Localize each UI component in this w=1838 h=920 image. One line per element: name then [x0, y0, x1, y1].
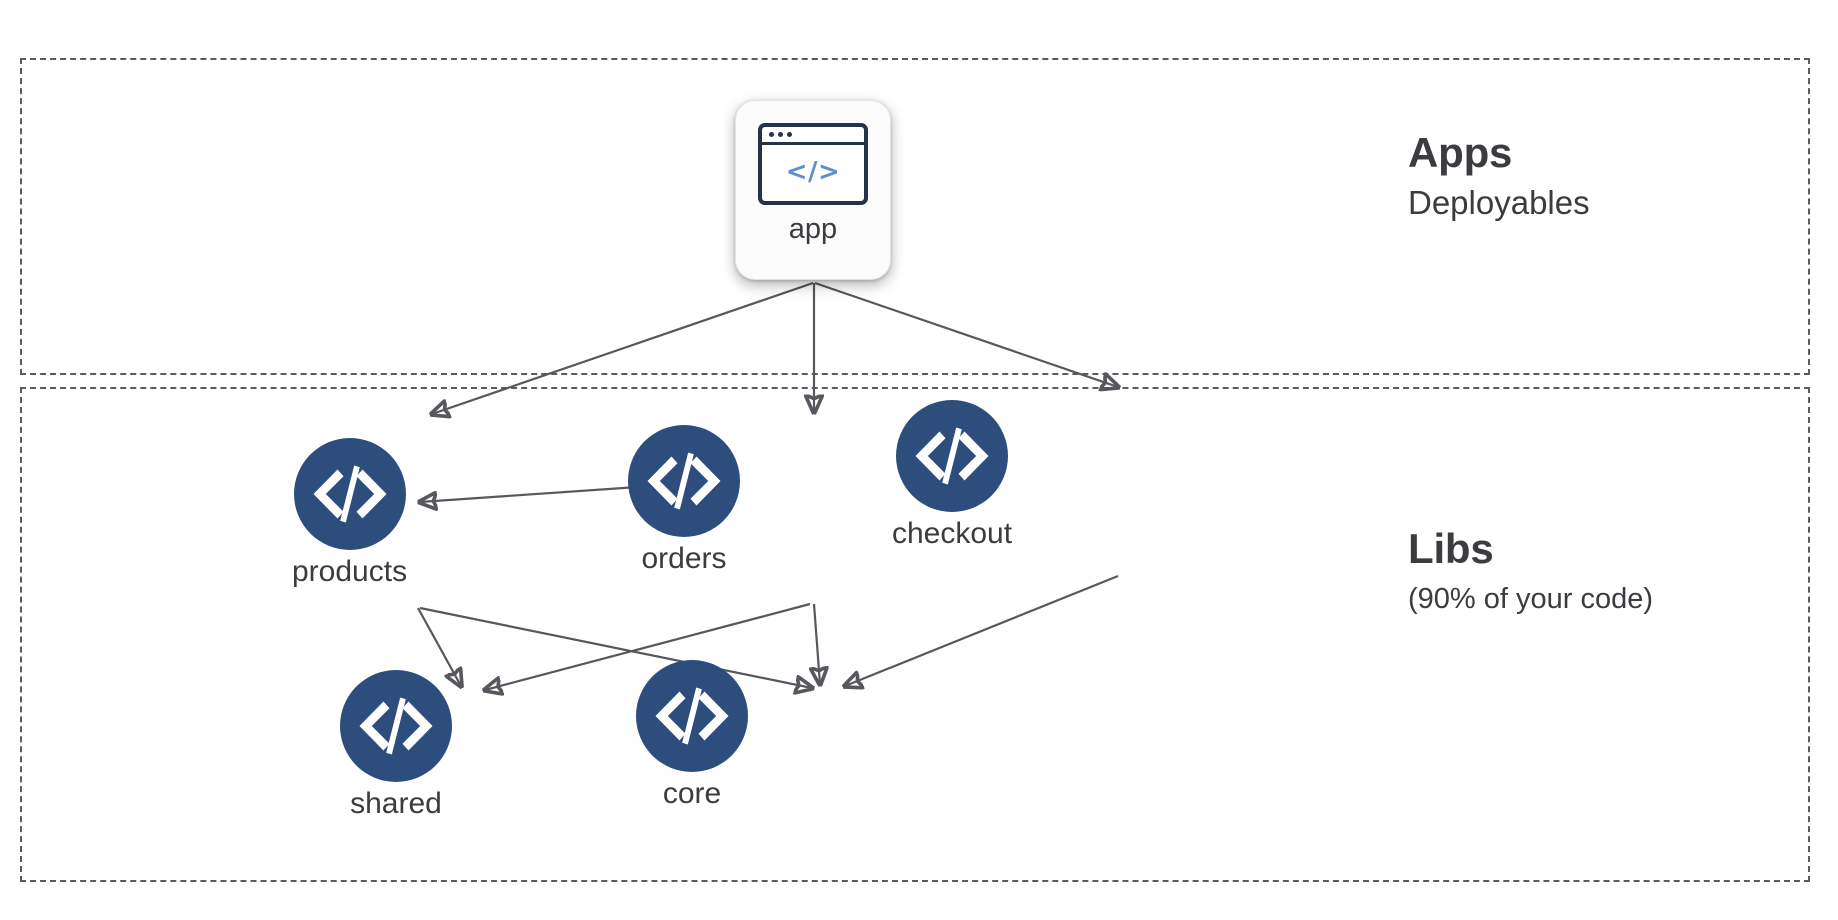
- browser-dot-1: [769, 132, 774, 137]
- node-app[interactable]: </> app: [735, 100, 891, 280]
- node-products[interactable]: products: [292, 438, 407, 588]
- browser-dot-2: [778, 132, 783, 137]
- code-brackets-icon: [896, 400, 1009, 512]
- zone-apps-title: Apps: [1408, 129, 1513, 176]
- zone-apps-subtitle: Deployables: [1408, 183, 1590, 221]
- zone-libs-caption: Libs (90% of your code): [1408, 524, 1653, 616]
- code-brackets-icon: [293, 438, 406, 550]
- browser-titlebar: [762, 127, 864, 145]
- node-app-label: app: [788, 213, 838, 245]
- node-core-label: core: [662, 777, 722, 810]
- browser-window-code-icon: </>: [758, 123, 868, 205]
- node-checkout-label: checkout: [892, 517, 1013, 550]
- zone-apps-caption: Apps Deployables: [1408, 128, 1590, 222]
- node-core[interactable]: core: [636, 660, 748, 810]
- node-shared[interactable]: shared: [340, 670, 452, 820]
- browser-dot-3: [787, 132, 792, 137]
- node-checkout[interactable]: checkout: [892, 400, 1012, 550]
- zone-libs-title: Libs: [1408, 525, 1494, 572]
- code-brackets-icon: [628, 425, 740, 537]
- node-products-label: products: [292, 555, 408, 588]
- node-orders[interactable]: orders: [628, 425, 740, 575]
- code-brackets-icon: [340, 670, 452, 782]
- code-brackets-glyph: </>: [785, 157, 841, 187]
- code-brackets-icon: [636, 660, 748, 772]
- node-shared-label: shared: [350, 787, 442, 820]
- node-orders-label: orders: [641, 542, 727, 575]
- zone-libs-subtitle: (90% of your code): [1408, 582, 1654, 615]
